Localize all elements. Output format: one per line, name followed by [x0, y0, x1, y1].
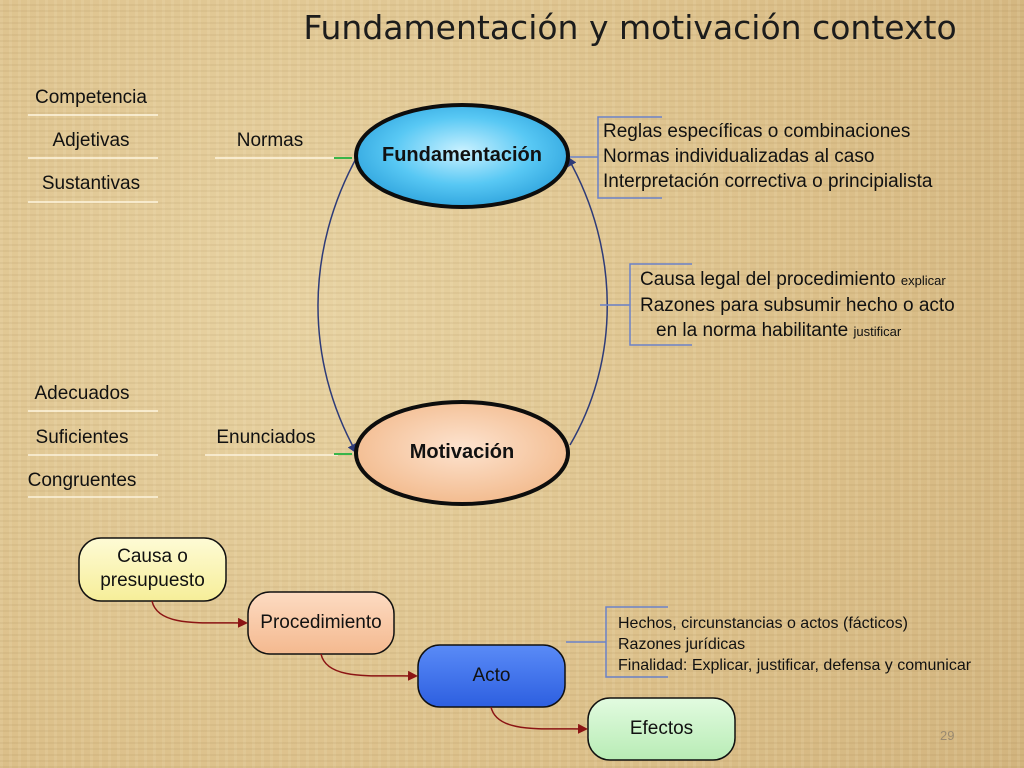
- fundamentacion-ellipse: [354, 103, 570, 209]
- fundamentacion-item: Normas individualizadas al caso: [603, 146, 875, 167]
- motivacion-ellipse: [354, 400, 570, 506]
- acto-label: Acto: [472, 665, 511, 686]
- motivacion-item-note: explicar: [900, 273, 946, 288]
- motivacion-bracket: [600, 263, 692, 346]
- left-list-underlines: [28, 114, 338, 498]
- efectos-label: Efectos: [629, 718, 694, 739]
- procedimiento-label: Procedimiento: [260, 612, 382, 633]
- acto-items: Hechos, circunstancias o actos (fácticos…: [618, 613, 971, 676]
- fundamentacion-item: Reglas específicas o combinaciones: [603, 121, 911, 142]
- normas-label: Normas: [236, 130, 304, 151]
- fundamentacion-items: Reglas específicas o combinaciones Norma…: [603, 119, 933, 194]
- fundamentacion-label: Fundamentación: [381, 144, 542, 166]
- efectos-node: [587, 697, 736, 761]
- motivacion-item-text: Causa legal del procedimiento: [640, 269, 896, 290]
- list-item-adecuados: Adecuados: [34, 383, 130, 404]
- motivacion-item: en la norma habilitante justificar: [640, 318, 955, 344]
- causa-label: Causa o presupuesto: [79, 545, 226, 593]
- causa-label-line: Causa o: [117, 546, 188, 567]
- motiv-to-fund-arrow: [567, 156, 608, 446]
- motivacion-item-text: en la norma habilitante: [656, 320, 849, 341]
- list-item-competencia: Competencia: [35, 87, 147, 108]
- motivacion-label: Motivación: [409, 441, 515, 463]
- fundamentacion-bracket: [570, 116, 662, 199]
- page-title: Fundamentación y motivación contexto: [303, 8, 957, 47]
- list-item-suficientes: Suficientes: [35, 427, 129, 448]
- list-item-congruentes: Congruentes: [27, 470, 137, 491]
- acto-item: Razones jurídicas: [618, 636, 746, 653]
- enunciados-label: Enunciados: [216, 427, 316, 448]
- motivacion-item-note: justificar: [853, 324, 902, 339]
- list-item-adjetivas: Adjetivas: [52, 130, 130, 151]
- fund-to-motiv-arrow: [317, 154, 359, 454]
- list-item-sustantivas: Sustantivas: [41, 173, 141, 194]
- motivacion-item: Causa legal del procedimiento explicar: [640, 267, 955, 293]
- acto-item: Finalidad: Explicar, justificar, defensa…: [618, 657, 972, 674]
- motivacion-items: Causa legal del procedimiento explicar R…: [640, 267, 955, 344]
- procedimiento-to-acto-arrow: [320, 653, 418, 681]
- acto-item: Hechos, circunstancias o actos (fácticos…: [618, 615, 908, 632]
- acto-bracket: [566, 606, 668, 678]
- acto-to-efectos-arrow: [490, 706, 588, 734]
- causa-label-line: presupuesto: [100, 570, 205, 591]
- motivacion-item: Razones para subsumir hecho o acto: [640, 295, 955, 316]
- fundamentacion-item: Interpretación correctiva o principialis…: [603, 171, 933, 192]
- page-number: 29: [940, 728, 955, 743]
- causa-to-procedimiento-arrow: [151, 600, 248, 628]
